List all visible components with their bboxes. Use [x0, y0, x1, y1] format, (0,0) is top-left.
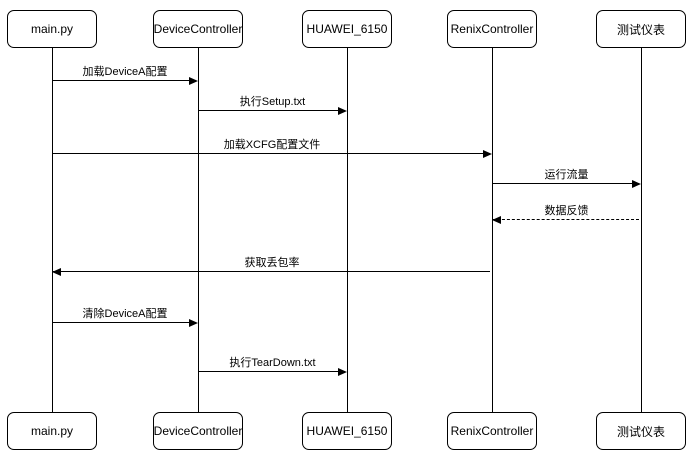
actor-box-bottom-renix: RenixController: [447, 412, 537, 450]
arrowhead-right-icon: [338, 107, 347, 115]
actor-label: DeviceController: [153, 424, 243, 438]
message-label: 获取丢包率: [244, 257, 300, 269]
actor-box-top-renix: RenixController: [447, 10, 537, 48]
actor-label: main.py: [30, 424, 74, 438]
message-line: [198, 110, 345, 111]
arrowhead-right-icon: [338, 368, 347, 376]
actor-box-top-huawei: HUAWEI_6150: [302, 10, 392, 48]
message-label: 加载DeviceA配置: [82, 66, 168, 78]
actor-label: DeviceController: [153, 22, 243, 36]
actor-box-top-main: main.py: [7, 10, 97, 48]
arrowhead-right-icon: [632, 180, 641, 188]
message-label: 执行TearDown.txt: [229, 357, 316, 369]
message-label: 加载XCFG配置文件: [223, 139, 321, 151]
message-label: 数据反馈: [544, 205, 589, 217]
message-line: [52, 271, 490, 272]
message-line: [52, 80, 196, 81]
lifeline-device: [198, 48, 199, 412]
message-label: 运行流量: [544, 169, 589, 181]
lifeline-tester: [641, 48, 642, 412]
actor-label: 测试仪表: [616, 424, 665, 439]
actor-label: RenixController: [450, 424, 534, 438]
arrowhead-right-icon: [189, 319, 198, 327]
actor-box-bottom-device: DeviceController: [153, 412, 243, 450]
arrowhead-right-icon: [483, 150, 492, 158]
actor-box-top-tester: 测试仪表: [596, 10, 686, 48]
actor-label: 测试仪表: [616, 22, 665, 37]
message-label: 执行Setup.txt: [239, 96, 306, 108]
actor-box-bottom-main: main.py: [7, 412, 97, 450]
lifeline-main: [52, 48, 53, 412]
message-line: [52, 153, 490, 154]
arrowhead-left-icon: [52, 268, 61, 276]
actor-box-top-device: DeviceController: [153, 10, 243, 48]
message-line: [492, 219, 639, 220]
actor-label: HUAWEI_6150: [306, 424, 388, 438]
actor-box-bottom-huawei: HUAWEI_6150: [302, 412, 392, 450]
message-label: 清除DeviceA配置: [82, 308, 168, 320]
actor-label: RenixController: [450, 22, 534, 36]
actor-box-bottom-tester: 测试仪表: [596, 412, 686, 450]
actor-label: main.py: [30, 22, 74, 36]
actor-label: HUAWEI_6150: [306, 22, 388, 36]
message-line: [52, 322, 196, 323]
lifeline-renix: [492, 48, 493, 412]
message-line: [198, 371, 345, 372]
lifeline-huawei: [347, 48, 348, 412]
message-line: [492, 183, 639, 184]
arrowhead-right-icon: [189, 77, 198, 85]
arrowhead-left-icon: [492, 216, 501, 224]
